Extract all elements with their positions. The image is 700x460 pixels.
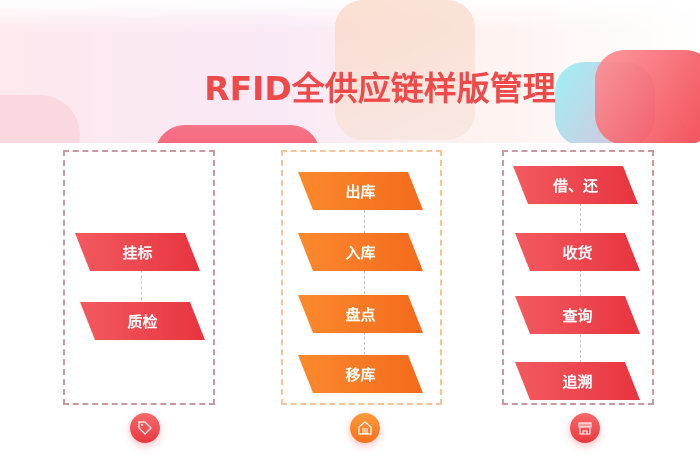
step-button[interactable]: 移库 [298,355,423,393]
decor-shape [155,125,320,143]
step-button[interactable]: 挂标 [75,233,200,271]
column-box-warehouse [281,150,442,405]
step-button[interactable]: 质检 [80,302,205,340]
tag-icon [130,413,160,443]
decor-shape [335,0,475,140]
connector [580,203,581,363]
step-button[interactable]: 借、还 [513,166,638,204]
connector [364,210,365,360]
column-box-retail [502,150,654,405]
connector [141,270,142,300]
column-box-tagging [63,150,215,405]
step-button[interactable]: 盘点 [298,295,423,333]
decor-shape [595,50,700,143]
store-icon [570,413,600,443]
step-button[interactable]: 追溯 [515,362,640,400]
step-button[interactable]: 入库 [298,233,423,271]
warehouse-icon [350,413,380,443]
step-button[interactable]: 查询 [515,296,640,334]
page-title: RFID全供应链样版管理 [204,69,556,108]
step-button[interactable]: 收货 [515,233,640,271]
header-banner: RFID全供应链样版管理 [0,0,700,143]
step-button[interactable]: 出库 [298,172,423,210]
